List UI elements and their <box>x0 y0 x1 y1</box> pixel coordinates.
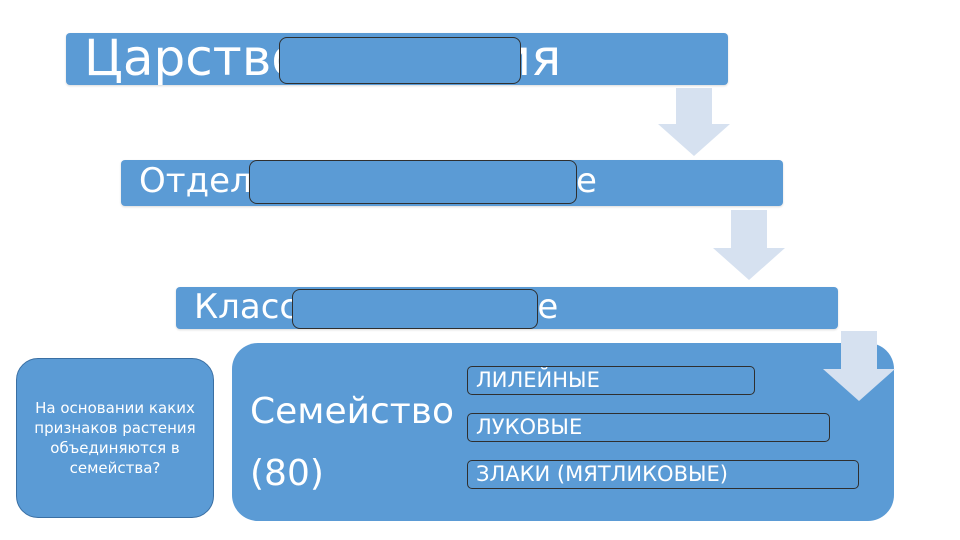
family-box: Семейство (80) ЛИЛЕЙНЫЕ ЛУКОВЫЕ ЗЛАКИ (М… <box>232 343 894 521</box>
answer-cover-class[interactable] <box>292 289 538 329</box>
question-text: На основании каких признаков растения об… <box>34 399 196 477</box>
family-title: Семейство (80) <box>250 381 480 505</box>
down-arrow-icon <box>823 331 895 401</box>
answer-cover-division[interactable] <box>249 160 577 204</box>
family-title-line2: (80) <box>250 453 324 494</box>
down-arrow-icon <box>658 88 730 156</box>
family-item-liliaceae: ЛИЛЕЙНЫЕ <box>467 366 755 395</box>
down-arrow-icon <box>713 210 785 280</box>
question-box: На основании каких признаков растения об… <box>16 358 214 518</box>
family-item-alliaceae: ЛУКОВЫЕ <box>467 413 830 442</box>
family-title-line1: Семейство <box>250 391 454 432</box>
family-item-poaceae: ЗЛАКИ (МЯТЛИКОВЫЕ) <box>467 460 859 489</box>
answer-cover-kingdom[interactable] <box>279 37 521 84</box>
